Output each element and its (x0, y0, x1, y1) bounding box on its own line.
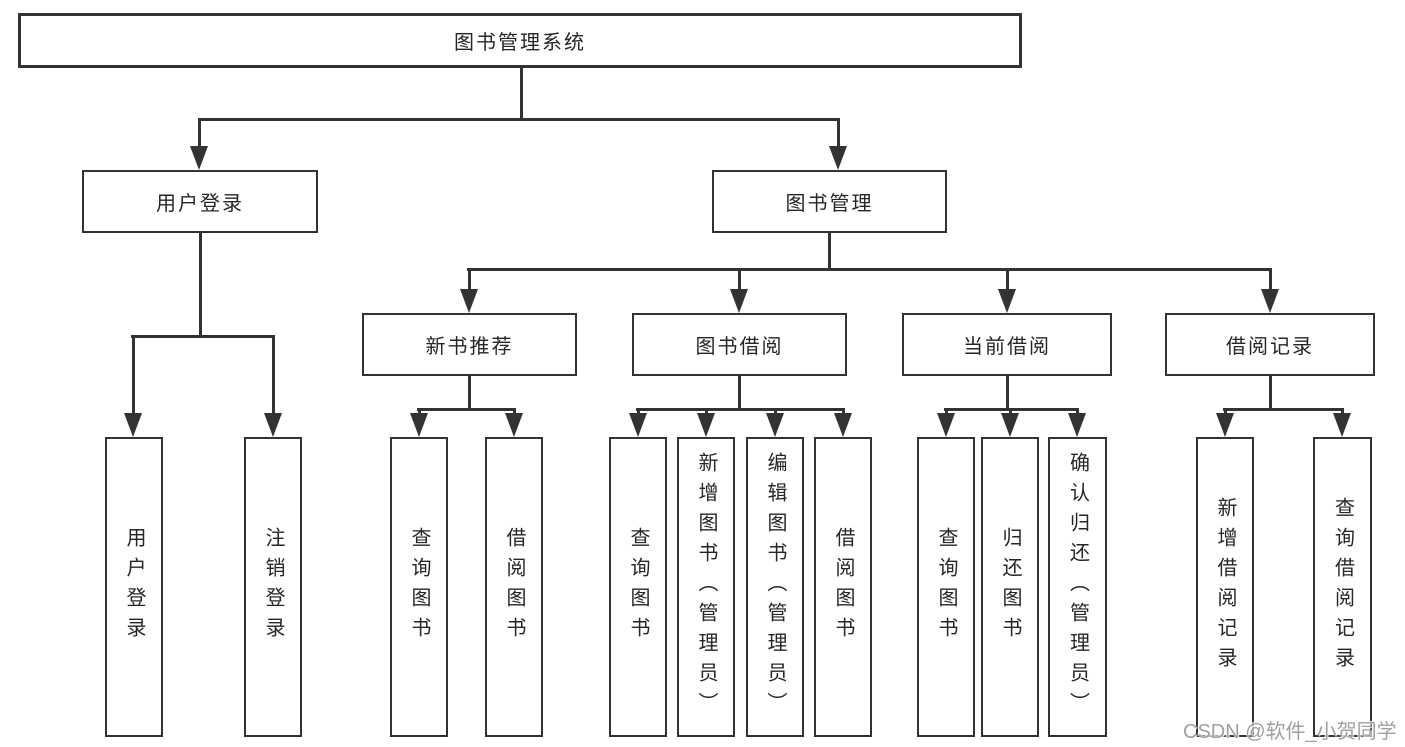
connector-line (1268, 268, 1272, 293)
connector-line (737, 376, 741, 411)
leaf-label: 注销登录 (262, 527, 284, 647)
connector-line (131, 335, 275, 338)
connector-line (773, 408, 777, 417)
arrow-down-icon (1261, 289, 1279, 313)
arrow-down-icon (460, 289, 478, 313)
connector-line (636, 408, 640, 417)
connector-line (467, 376, 471, 411)
connector-line (198, 118, 840, 121)
connector-line (1005, 268, 1009, 293)
leaf-query-borrow-record: 查询借阅记录 (1313, 437, 1372, 737)
leaf-add-books-admin: 新增图书（管理员） (677, 437, 735, 737)
connector-line (636, 408, 845, 411)
connector-line (1075, 408, 1079, 417)
leaf-label: 归还图书 (999, 527, 1021, 647)
connector-line (1223, 408, 1227, 417)
node-label: 图书管理系统 (454, 32, 586, 54)
leaf-query-books-recommend: 查询图书 (390, 437, 448, 737)
node-current-borrowing: 当前借阅 (902, 313, 1112, 376)
leaf-label: 查询图书 (935, 527, 957, 647)
connector-line (841, 408, 845, 417)
connector-line (827, 233, 831, 271)
arrow-down-icon (834, 413, 852, 437)
node-label: 当前借阅 (963, 336, 1051, 358)
arrow-down-icon (1001, 413, 1019, 437)
node-borrowing-records: 借阅记录 (1165, 313, 1375, 376)
node-library-management-system: 图书管理系统 (18, 13, 1022, 68)
connector-line (1005, 376, 1009, 411)
node-label: 图书借阅 (695, 336, 784, 358)
connector-line (467, 268, 1272, 271)
arrow-down-icon (410, 413, 428, 437)
connector-line (198, 233, 202, 338)
connector-line (131, 335, 135, 417)
leaf-query-books-borrowing: 查询图书 (609, 437, 667, 737)
leaf-label: 确认归还（管理员） (1066, 452, 1089, 722)
leaf-label: 用户登录 (123, 527, 145, 647)
leaf-edit-books-admin: 编辑图书（管理员） (746, 437, 804, 737)
leaf-label: 查询图书 (627, 527, 649, 647)
arrow-down-icon (998, 289, 1016, 313)
arrow-down-icon (505, 413, 523, 437)
connector-line (737, 268, 741, 293)
node-label: 借阅记录 (1226, 336, 1314, 358)
connector-line (417, 408, 421, 417)
leaf-logout: 注销登录 (244, 437, 302, 737)
connector-line (944, 408, 1079, 411)
arrow-down-icon (629, 413, 647, 437)
arrow-down-icon (937, 413, 955, 437)
leaf-query-books-current: 查询图书 (917, 437, 975, 737)
connector-line (836, 118, 840, 150)
leaf-label: 新增借阅记录 (1214, 497, 1236, 677)
leaf-return-books: 归还图书 (981, 437, 1039, 737)
leaf-label: 查询图书 (408, 527, 430, 647)
connector-line (1268, 376, 1272, 411)
leaf-label: 借阅图书 (832, 527, 854, 647)
connector-line (512, 408, 516, 417)
arrow-down-icon (1216, 413, 1234, 437)
connector-line (1340, 408, 1344, 417)
node-book-borrowing: 图书借阅 (632, 313, 847, 376)
arrow-down-icon (730, 289, 748, 313)
connector-line (1008, 408, 1012, 417)
connector-line (197, 118, 201, 150)
connector-line (417, 408, 516, 411)
arrow-down-icon (1333, 413, 1351, 437)
node-user-login: 用户登录 (82, 170, 318, 233)
arrow-down-icon (697, 413, 715, 437)
arrow-down-icon (190, 146, 208, 170)
connector-line (519, 66, 523, 120)
leaf-borrow-books: 借阅图书 (814, 437, 872, 737)
node-label: 图书管理 (785, 193, 874, 215)
arrow-down-icon (1068, 413, 1086, 437)
watermark-csdn: CSDN @软件_小贺同学 (1183, 721, 1397, 743)
leaf-add-borrow-record: 新增借阅记录 (1196, 437, 1254, 737)
leaf-label: 新增图书（管理员） (695, 452, 717, 722)
node-label: 新书推荐 (425, 336, 514, 358)
arrow-down-icon (124, 413, 142, 437)
connector-line (1223, 408, 1344, 411)
leaf-borrow-books-recommend: 借阅图书 (485, 437, 543, 737)
arrow-down-icon (829, 146, 847, 170)
leaf-user-login: 用户登录 (105, 437, 163, 737)
connector-line (704, 408, 708, 417)
leaf-confirm-return-admin: 确认归还（管理员） (1048, 437, 1107, 737)
leaf-label: 编辑图书（管理员） (764, 452, 786, 722)
arrow-down-icon (766, 413, 784, 437)
connector-line (467, 268, 471, 293)
arrow-down-icon (264, 413, 282, 437)
node-label: 用户登录 (156, 193, 244, 215)
leaf-label: 查询借阅记录 (1331, 497, 1354, 677)
node-book-management: 图书管理 (712, 170, 947, 233)
connector-line (271, 335, 275, 417)
connector-line (944, 408, 948, 417)
leaf-label: 借阅图书 (503, 527, 525, 647)
node-new-book-recommendation: 新书推荐 (362, 313, 577, 376)
